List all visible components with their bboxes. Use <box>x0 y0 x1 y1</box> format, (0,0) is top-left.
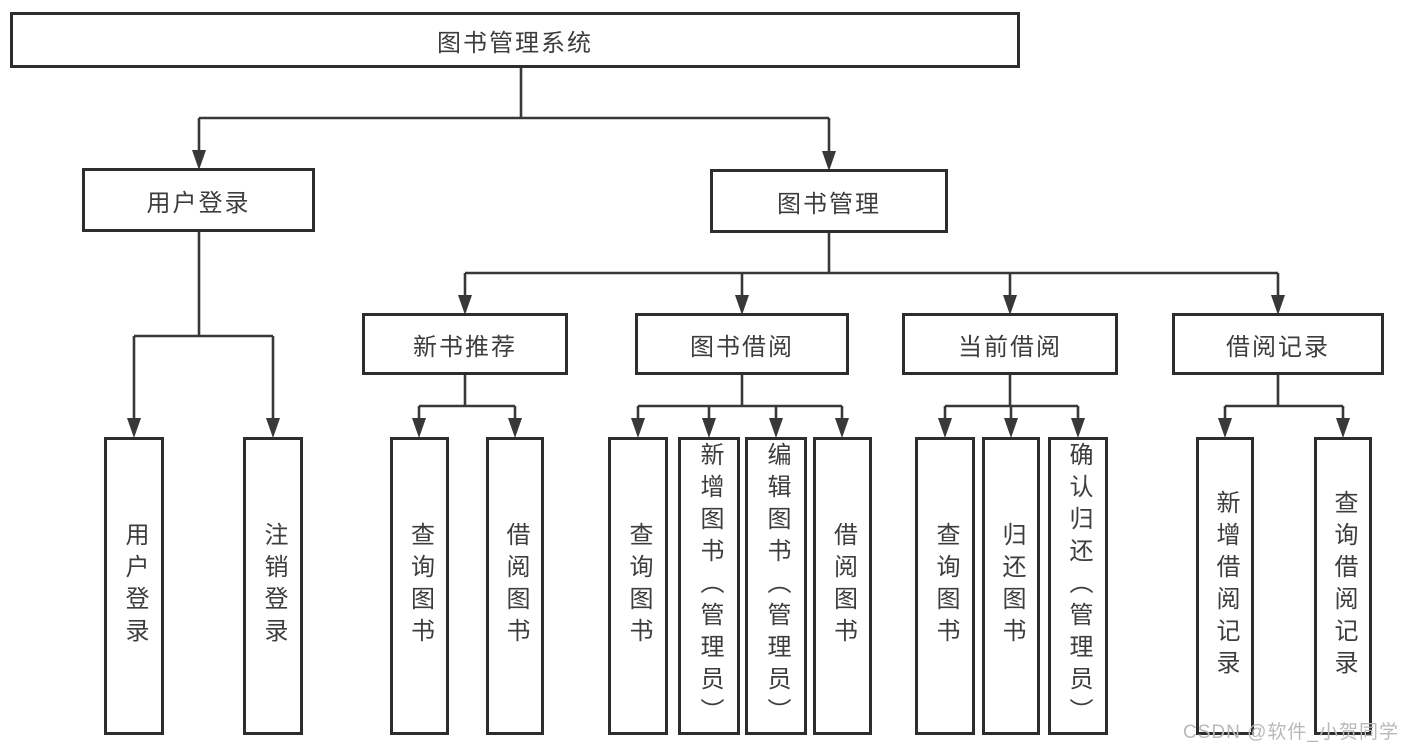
node-label: 确认归还（管理员） <box>1065 442 1092 730</box>
leaf-borrow-book-recommend: 借阅图书 <box>486 437 544 735</box>
branch-root <box>192 68 836 171</box>
leaf-add-book-admin: 新增图书（管理员） <box>678 437 740 735</box>
node-label: 用户登录 <box>146 189 251 217</box>
node-label: 新书推荐 <box>413 333 517 361</box>
node-label: 新增借阅记录 <box>1212 490 1239 682</box>
branch-book-borrowing <box>631 375 849 438</box>
csdn-watermark: CSDN @软件_小贺同学 <box>1183 722 1399 743</box>
branch-book-management <box>458 233 1285 315</box>
node-label: 当前借阅 <box>958 333 1062 361</box>
node-label: 编辑图书（管理员） <box>763 442 790 730</box>
node-library-management-system: 图书管理系统 <box>10 12 1020 68</box>
branch-user-login <box>127 232 280 438</box>
node-label: 归还图书 <box>998 522 1025 650</box>
node-label: 图书借阅 <box>690 333 794 361</box>
leaf-user-login: 用户登录 <box>104 437 164 735</box>
node-label: 查询图书 <box>406 522 434 650</box>
branch-current-borrowing <box>938 375 1085 438</box>
branch-new-book-recommend <box>412 375 522 438</box>
leaf-query-book-borrowing: 查询图书 <box>608 437 668 735</box>
node-user-login: 用户登录 <box>82 168 315 232</box>
leaf-query-borrow-record: 查询借阅记录 <box>1314 437 1372 735</box>
node-book-management: 图书管理 <box>710 169 948 233</box>
node-label: 查询图书 <box>625 522 652 650</box>
node-new-book-recommend: 新书推荐 <box>362 313 568 375</box>
node-label: 查询借阅记录 <box>1330 490 1357 682</box>
leaf-query-book-current: 查询图书 <box>915 437 975 735</box>
leaf-return-book: 归还图书 <box>982 437 1040 735</box>
leaf-edit-book-admin: 编辑图书（管理员） <box>745 437 807 735</box>
node-label: 借阅图书 <box>502 522 529 650</box>
node-current-borrowing: 当前借阅 <box>902 313 1118 375</box>
branch-borrow-records <box>1218 375 1350 438</box>
node-label: 图书管理系统 <box>437 29 593 57</box>
node-label: 用户登录 <box>121 522 148 650</box>
leaf-confirm-return-admin: 确认归还（管理员） <box>1048 437 1108 735</box>
node-book-borrowing: 图书借阅 <box>635 313 849 375</box>
node-label: 查询图书 <box>932 522 959 650</box>
node-label: 借阅记录 <box>1226 333 1330 361</box>
node-borrow-records: 借阅记录 <box>1172 313 1384 375</box>
node-label: 图书管理 <box>777 190 881 218</box>
leaf-logout: 注销登录 <box>243 437 303 735</box>
leaf-borrow-book-borrowing: 借阅图书 <box>813 437 872 735</box>
leaf-query-book-recommend: 查询图书 <box>390 437 449 735</box>
leaf-add-borrow-record: 新增借阅记录 <box>1196 437 1254 735</box>
node-label: 注销登录 <box>260 522 287 650</box>
node-label: 新增图书（管理员） <box>696 442 723 730</box>
node-label: 借阅图书 <box>829 522 857 650</box>
